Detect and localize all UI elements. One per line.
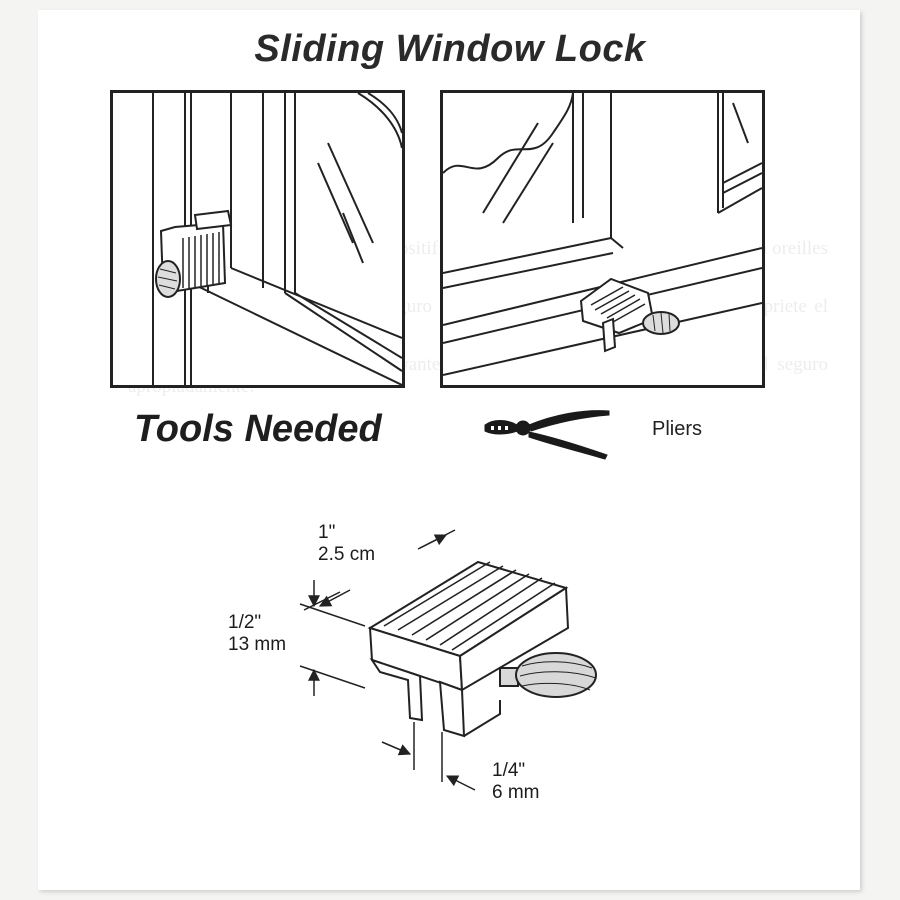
- length-imperial: 1": [318, 522, 336, 543]
- pliers-label: Pliers: [652, 418, 703, 440]
- illustration-vertical-install: [110, 90, 405, 388]
- length-metric: 2.5 cm: [318, 544, 376, 565]
- slot-imperial: 1/4": [492, 760, 526, 781]
- illustration-horizontal-install: [440, 90, 765, 388]
- window-vertical-lock-illustration: [152, 93, 402, 385]
- window-horizontal-lock-illustration: [443, 93, 762, 376]
- tools-needed-heading: Tools Needed: [134, 408, 382, 450]
- height-metric: 13 mm: [228, 634, 287, 655]
- height-imperial: 1/2": [228, 612, 262, 633]
- slot-metric: 6 mm: [492, 782, 540, 803]
- length-dimension-label: 1" 2.5 cm: [318, 522, 375, 566]
- slot-dimension-label: 1/4" 6 mm: [492, 760, 540, 804]
- height-dimension-label: 1/2" 13 mm: [228, 612, 286, 656]
- pliers-icon: [484, 410, 610, 460]
- page-title: Sliding Window Lock: [254, 28, 646, 70]
